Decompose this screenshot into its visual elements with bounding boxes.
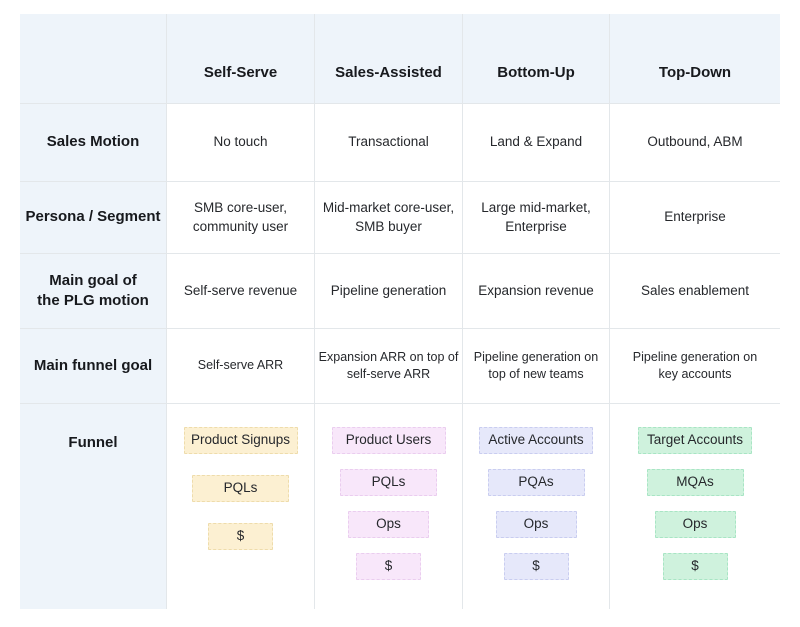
funnel-stage-badge: Active Accounts bbox=[479, 427, 593, 454]
funnel-sales-assisted: Product Users PQLs Ops $ bbox=[315, 404, 463, 609]
cell-sales-motion-sales-assisted: Transactional bbox=[315, 104, 463, 182]
cell-persona-sales-assisted: Mid-market core-user, SMB buyer bbox=[315, 182, 463, 254]
corner-cell bbox=[20, 14, 167, 104]
cell-main-goal-self-serve: Self-serve revenue bbox=[167, 254, 315, 329]
cell-sales-motion-bottom-up: Land & Expand bbox=[463, 104, 610, 182]
funnel-self-serve: Product Signups PQLs $ bbox=[167, 404, 315, 609]
funnel-stage-badge: PQLs bbox=[192, 475, 289, 502]
funnel-stage-badge: MQAs bbox=[646, 469, 744, 496]
cell-main-goal-sales-assisted: Pipeline generation bbox=[315, 254, 463, 329]
row-label-sales-motion: Sales Motion bbox=[20, 104, 167, 182]
funnel-stage-badge: Ops bbox=[654, 511, 736, 538]
funnel-stage-badge: Ops bbox=[348, 511, 429, 538]
funnel-stage-badge: Product Signups bbox=[183, 427, 298, 454]
row-label-main-goal: Main goal of the PLG motion bbox=[20, 254, 167, 329]
funnel-stage-badge: Product Users bbox=[331, 427, 446, 454]
cell-funnel-goal-self-serve: Self-serve ARR bbox=[167, 329, 315, 404]
row-label-persona-segment: Persona / Segment bbox=[20, 182, 167, 254]
cell-funnel-goal-top-down: Pipeline generation on key accounts bbox=[610, 329, 780, 404]
funnel-top-down: Target Accounts MQAs Ops $ bbox=[610, 404, 780, 609]
cell-funnel-goal-sales-assisted: Expansion ARR on top of self-serve ARR bbox=[315, 329, 463, 404]
column-header-sales-assisted: Sales-Assisted bbox=[315, 14, 463, 104]
cell-persona-top-down: Enterprise bbox=[610, 182, 780, 254]
funnel-stage-badge: PQAs bbox=[487, 469, 585, 496]
column-header-top-down: Top-Down bbox=[610, 14, 780, 104]
cell-funnel-goal-bottom-up: Pipeline generation on top of new teams bbox=[463, 329, 610, 404]
funnel-stage-badge: $ bbox=[356, 553, 421, 580]
cell-main-goal-bottom-up: Expansion revenue bbox=[463, 254, 610, 329]
funnel-stage-badge: $ bbox=[662, 553, 728, 580]
funnel-stage-badge: $ bbox=[503, 553, 569, 580]
comparison-table: Self-Serve Sales-Assisted Bottom-Up Top-… bbox=[20, 14, 780, 609]
funnel-bottom-up: Active Accounts PQAs Ops $ bbox=[463, 404, 610, 609]
funnel-stage-badge: Ops bbox=[495, 511, 577, 538]
cell-sales-motion-self-serve: No touch bbox=[167, 104, 315, 182]
funnel-stage-badge: PQLs bbox=[340, 469, 437, 496]
cell-persona-self-serve: SMB core-user, community user bbox=[167, 182, 315, 254]
funnel-stage-badge: Target Accounts bbox=[638, 427, 752, 454]
column-header-bottom-up: Bottom-Up bbox=[463, 14, 610, 104]
funnel-stage-badge: $ bbox=[208, 523, 273, 550]
column-header-self-serve: Self-Serve bbox=[167, 14, 315, 104]
cell-sales-motion-top-down: Outbound, ABM bbox=[610, 104, 780, 182]
row-label-funnel: Funnel bbox=[20, 404, 167, 609]
row-label-main-funnel-goal: Main funnel goal bbox=[20, 329, 167, 404]
cell-main-goal-top-down: Sales enablement bbox=[610, 254, 780, 329]
cell-persona-bottom-up: Large mid-market, Enterprise bbox=[463, 182, 610, 254]
